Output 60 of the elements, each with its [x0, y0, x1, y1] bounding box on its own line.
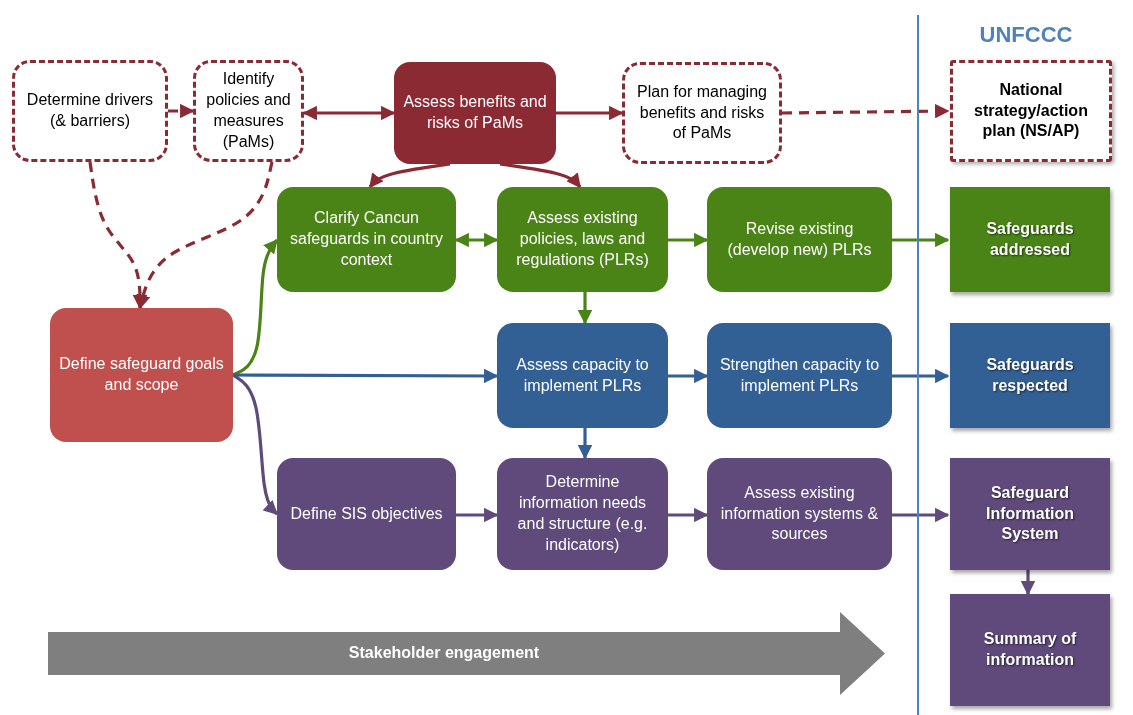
arrow	[136, 161, 274, 310]
process-box	[497, 187, 668, 292]
process-box	[497, 458, 668, 570]
process-box	[497, 323, 668, 428]
dashed-process-box	[622, 62, 782, 164]
arrow	[577, 428, 593, 460]
arrow	[556, 105, 624, 121]
arrow	[781, 103, 950, 119]
box-label: Determine drivers (& barriers)	[25, 90, 155, 131]
box-label: Plan for managing benefits and risks of PaMs	[636, 81, 768, 144]
box-label: Determine information needs and structure (e.g. indicators)	[516, 472, 649, 555]
arrow	[668, 368, 709, 384]
arrow	[233, 368, 499, 384]
dashed-process-box	[12, 60, 168, 162]
dashed-process-box	[193, 60, 304, 162]
arrow	[232, 373, 279, 516]
arrow	[302, 105, 396, 121]
outcome-box	[950, 594, 1110, 706]
outcome-box	[950, 187, 1110, 292]
box-label: Safeguards respected	[985, 354, 1075, 396]
box-label: Revise existing (develop new) PLRs	[726, 218, 873, 260]
box-label: Identify policies and measures (PaMs)	[205, 69, 292, 152]
arrow	[668, 232, 709, 248]
dashed-outcome-box	[950, 60, 1112, 162]
process-box	[50, 308, 233, 442]
arrow	[892, 507, 950, 523]
process-box	[707, 323, 892, 428]
process-box	[394, 62, 556, 164]
box-label: Assess existing policies, laws and regulations (PLRs)	[515, 208, 650, 270]
arrow	[368, 162, 451, 189]
box-label: Assess capacity to implement PLRs	[515, 354, 650, 396]
arrow	[168, 103, 195, 119]
outcome-box	[950, 458, 1110, 570]
box-label: Define safeguard goals and scope	[58, 354, 225, 395]
arrow	[668, 507, 709, 523]
arrow	[892, 368, 950, 384]
arrow-label: Stakeholder engagement	[347, 643, 541, 664]
process-box	[707, 187, 892, 292]
box-label: Safeguard Information System	[985, 482, 1075, 545]
column-heading: UNFCCC	[979, 21, 1073, 49]
box-label: Assess benefits and risks of PaMs	[402, 92, 548, 133]
arrow	[499, 162, 582, 189]
process-box	[277, 458, 456, 570]
process-box	[277, 187, 456, 292]
box-label: Strengthen capacity to implement PLRs	[718, 354, 881, 396]
outcome-box	[950, 323, 1110, 428]
box-label: Safeguards addressed	[985, 218, 1075, 260]
process-box	[707, 458, 892, 570]
arrow	[892, 232, 950, 248]
arrow	[1020, 570, 1036, 596]
box-label: Assess existing information systems & sources	[719, 482, 880, 545]
box-label: Summary of information	[982, 629, 1078, 670]
arrow	[454, 232, 499, 248]
box-label: Define SIS objectives	[290, 503, 443, 524]
box-label: National strategy/action plan (NS/AP)	[973, 79, 1089, 142]
arrow	[88, 161, 148, 310]
arrow	[577, 292, 593, 325]
arrow	[456, 507, 499, 523]
stakeholder-arrow	[48, 612, 885, 695]
box-label: Clarify Cancun safeguards in country context	[289, 208, 444, 270]
